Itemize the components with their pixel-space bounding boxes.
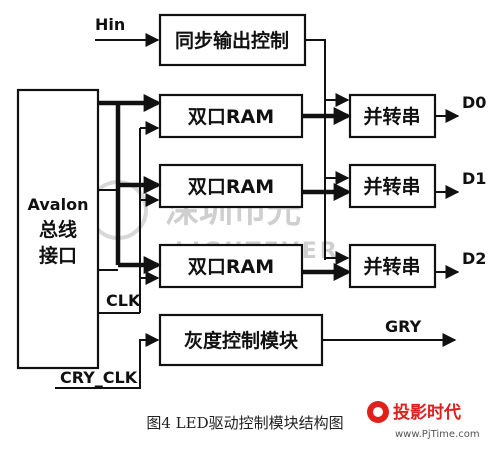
clk-label: CLK — [106, 291, 141, 310]
avalon-label-line3: 接口 — [39, 245, 77, 267]
sync-control-lines — [305, 39, 350, 265]
hin-label: Hin — [95, 15, 125, 34]
gry-label: GRY — [385, 317, 422, 336]
logo-title: 投影时代 — [393, 402, 461, 423]
parallel-to-serial-block-1 — [348, 163, 437, 209]
ps-label-1: 并转串 — [363, 175, 420, 198]
dual-port-ram-block-0 — [158, 93, 304, 139]
d1-label: D1 — [462, 169, 486, 188]
sync-output-control-label: 同步输出控制 — [175, 29, 289, 52]
gray-control-label: 灰度控制模块 — [184, 329, 299, 352]
pjtime-logo: 投影时代 www.PjTime.com — [367, 401, 480, 440]
avalon-to-ram-bus — [98, 94, 162, 274]
ps-label-0: 并转串 — [363, 105, 420, 128]
clk-line — [98, 121, 160, 314]
d2-label: D2 — [462, 249, 486, 268]
ram-label-0: 双口RAM — [188, 106, 274, 128]
ps-label-2: 并转串 — [363, 255, 420, 278]
ram-to-ps-buses — [302, 107, 352, 281]
figure-caption: 图4 LED驱动控制模块结构图 — [146, 414, 343, 432]
ram-label-2: 双口RAM — [188, 256, 274, 278]
avalon-label-line2: 总线 — [39, 218, 77, 241]
avalon-label-line1: Avalon — [28, 195, 89, 214]
gray-control-block — [158, 313, 324, 367]
sync-output-control-block — [158, 13, 307, 67]
cry-clk-label: CRY_CLK — [60, 368, 138, 387]
cry-clk-line — [55, 333, 160, 389]
logo-url: www.PjTime.com — [395, 429, 480, 440]
avalon-bus-interface-block — [16, 88, 100, 370]
ram-label-1: 双口RAM — [188, 176, 274, 198]
d0-label: D0 — [462, 93, 486, 112]
parallel-to-serial-block-2 — [348, 243, 437, 289]
